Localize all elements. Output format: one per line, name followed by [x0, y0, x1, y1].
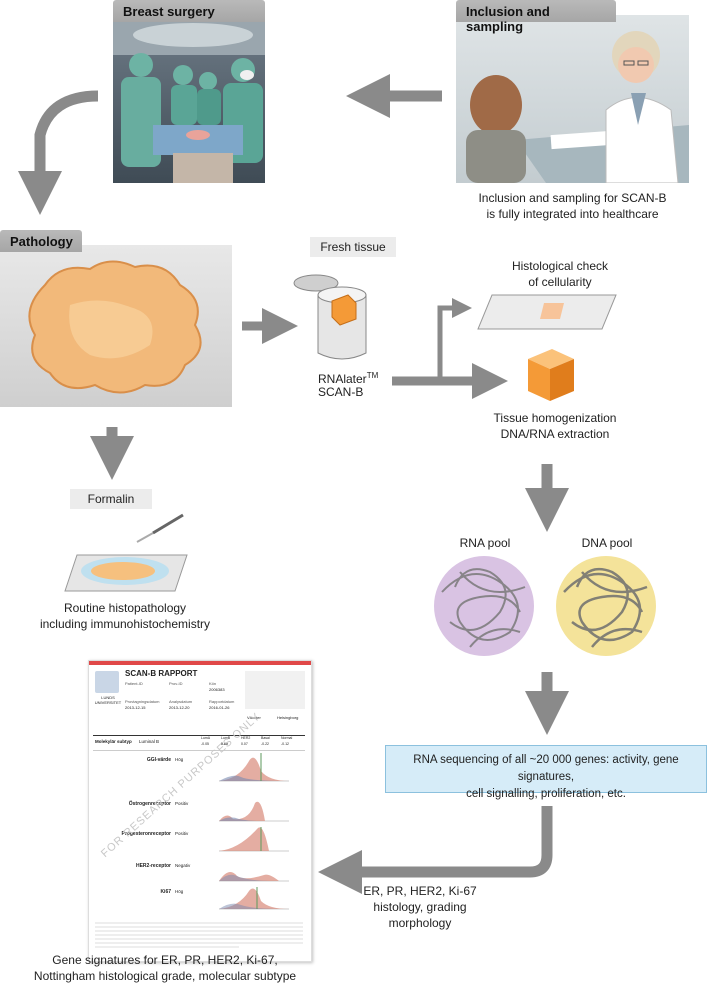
gene-caption-2: Nottingham histological grade, molecular…	[33, 969, 297, 983]
fresh-tissue-tag: Fresh tissue	[310, 237, 396, 257]
inclusion-illustration	[456, 15, 689, 183]
report-row-name-0: GGI-värde	[146, 757, 171, 763]
report-field-4: Provtagningsdatum	[125, 699, 160, 704]
plot-her2	[219, 872, 289, 882]
surgery-scene-svg	[113, 15, 265, 183]
inclusion-caption-1: Inclusion and sampling for SCAN-B	[478, 191, 667, 205]
subtype-val-1: 0.60	[221, 742, 228, 746]
subtype-val-2: 0.07	[241, 742, 248, 746]
gene-caption-1: Gene signatures for ER, PR, HER2, Ki-67,	[52, 953, 278, 967]
homogenization-caption-2: DNA/RNA extraction	[500, 427, 610, 441]
report-value-4: Vänster	[247, 715, 261, 720]
plot-ki67	[219, 887, 289, 910]
pathology-illustration	[0, 245, 232, 407]
homogenization-caption-1: Tissue homogenization	[493, 411, 617, 425]
report-row-name-3: HER2-receptor	[135, 863, 171, 869]
er-caption-3: morphology	[388, 916, 452, 930]
subtype-col-4: Normal	[281, 736, 293, 740]
er-caption-1: ER, PR, HER2, Ki-67	[363, 884, 477, 898]
glass-slide-icon	[477, 294, 617, 330]
arrow-surgery-to-pathology	[18, 90, 99, 215]
report-row-name-1: Östrogenreceptor	[128, 801, 171, 807]
report-top-bar	[89, 661, 311, 665]
report-footer-lines	[95, 922, 303, 948]
report-value-2: 2013-12-20	[169, 705, 190, 710]
rnalater-tm: TM	[366, 371, 379, 380]
report-value-3: 2016-01-26	[209, 705, 230, 710]
pathology-label: Pathology	[0, 230, 82, 252]
subtype-val-3: -0.22	[261, 742, 269, 746]
report-value-0: 2006383	[209, 687, 225, 692]
formalin-tag: Formalin	[70, 489, 152, 509]
report-field-1: Prov-ID	[169, 681, 183, 686]
plot-er	[219, 801, 289, 822]
rnalater-label: RNAlaterTM	[318, 368, 388, 387]
report-title: SCAN-B RAPPORT	[125, 669, 198, 678]
report-row-value-4: Hög	[175, 889, 184, 894]
report-field-0: Patient-ID	[125, 681, 143, 686]
rnalater-text: RNAlater	[318, 372, 367, 386]
scanb-label: SCAN-B	[318, 385, 364, 399]
routine-caption-1: Routine histopathology	[63, 601, 187, 615]
report-row-value-3: Negativ	[175, 863, 191, 868]
subtype-value: Luminal B	[139, 739, 160, 744]
breast-surgery-label: Breast surgery	[113, 0, 265, 22]
rna-seq-line-1: RNA sequencing of all ~20 000 genes: act…	[413, 754, 679, 783]
scanb-report: LUNDS UNIVERSITET SCAN-B RAPPORT Patient…	[88, 660, 312, 962]
dna-pool-label: DNA pool	[581, 536, 633, 550]
report-value-5: Helsingborg	[277, 715, 299, 720]
subtype-col-1: LumB	[221, 736, 231, 740]
plot-pr	[219, 827, 289, 852]
arrow-to-histology	[437, 298, 472, 381]
routine-caption-2: including immunohistochemistry	[39, 617, 211, 631]
subtype-col-0: LumA	[201, 736, 211, 740]
rna-pool-label: RNA pool	[459, 536, 511, 550]
report-row-value-2: Positiv	[175, 831, 189, 836]
tissue-cube-icon	[528, 349, 574, 401]
subtype-band	[93, 735, 305, 751]
logo-text: LUNDS UNIVERSITET	[94, 695, 122, 705]
report-row-name-4: Ki67	[160, 889, 171, 895]
plot-ggi	[219, 753, 289, 782]
report-side-box	[245, 671, 305, 709]
histological-caption-2: of cellularity	[528, 275, 592, 289]
report-field-2: Kön	[209, 681, 217, 686]
consultation-scene-svg	[466, 31, 689, 183]
rna-sequencing-box: RNA sequencing of all ~20 000 genes: act…	[385, 745, 707, 800]
report-value-1: 2013-12-15	[125, 705, 146, 710]
report-field-5: Analysdatum	[169, 699, 193, 704]
subtype-val-0: -0.05	[201, 742, 209, 746]
tissue-sample-svg	[28, 260, 202, 394]
rna-seq-line-2: cell signalling, proliferation, etc.	[466, 788, 626, 800]
subtype-val-4: -0.12	[281, 742, 289, 746]
formalin-slide-icon	[64, 513, 188, 592]
report-distribution-plots	[95, 753, 303, 948]
histological-caption-1: Histological check	[511, 259, 609, 273]
breast-surgery-illustration	[113, 15, 265, 183]
report-row-name-2: Progesteronreceptor	[121, 831, 171, 837]
report-field-6: Rapportdatum	[209, 699, 235, 704]
subtype-label: Molekylär subtyp	[95, 739, 132, 744]
subtype-col-3: Basal	[261, 736, 270, 740]
inclusion-label: Inclusion and sampling	[456, 0, 616, 34]
lund-logo	[95, 671, 119, 693]
inclusion-caption-2: is fully integrated into healthcare	[486, 207, 659, 221]
report-row-value-1: Positiv	[175, 801, 189, 806]
subtype-col-2: HER2	[241, 736, 251, 740]
er-caption-2: histology, grading	[373, 900, 467, 914]
arrow-to-report	[318, 806, 553, 894]
report-row-value-0: Hög	[175, 757, 184, 762]
pools-svg	[434, 556, 656, 656]
rnalater-tube-icon	[293, 274, 367, 360]
